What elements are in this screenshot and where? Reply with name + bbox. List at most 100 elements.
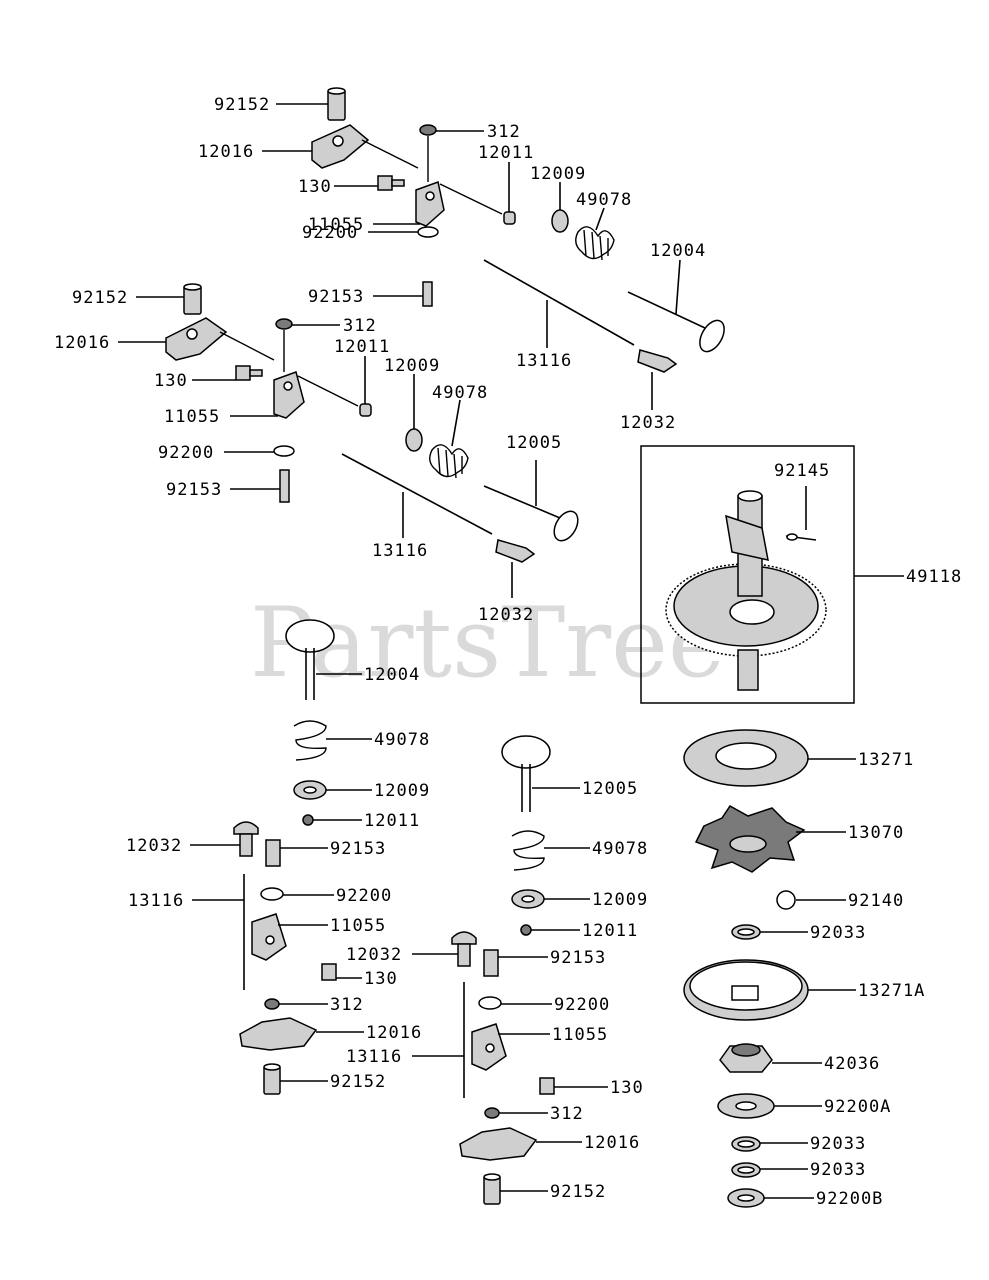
part-92153-b[interactable] <box>279 469 290 503</box>
part-130-b[interactable] <box>235 365 251 381</box>
label-12032-d: 12032 <box>346 945 402 965</box>
label-92033-b: 92033 <box>810 1134 866 1154</box>
part-12004-c[interactable] <box>285 619 335 653</box>
part-12016-c[interactable] <box>239 1017 318 1051</box>
label-130-d: 130 <box>610 1078 644 1098</box>
part-130-a[interactable] <box>377 175 393 191</box>
part-12032-a[interactable] <box>637 349 678 373</box>
label-92200B: 92200B <box>816 1189 883 1209</box>
vertical-stack-middle <box>451 735 555 1205</box>
part-49078-b[interactable] <box>429 444 469 478</box>
part-12011-c[interactable] <box>302 814 314 826</box>
part-92153-c[interactable] <box>265 839 281 867</box>
label-13116-a: 13116 <box>516 351 572 371</box>
label-92153-b: 92153 <box>166 480 222 500</box>
label-92140: 92140 <box>848 891 904 911</box>
label-12011-b: 12011 <box>334 337 390 357</box>
part-12016-b[interactable] <box>165 317 228 361</box>
part-92200-b[interactable] <box>273 445 295 457</box>
label-49118: 49118 <box>906 567 962 587</box>
label-92145: 92145 <box>774 461 830 481</box>
part-12016-a[interactable] <box>311 124 370 169</box>
part-92153-a[interactable] <box>422 281 433 307</box>
part-130-c[interactable] <box>321 963 337 981</box>
part-12032-d[interactable] <box>451 931 477 945</box>
part-312-a[interactable] <box>419 124 437 136</box>
label-312-c: 312 <box>330 995 364 1015</box>
label-42036: 42036 <box>824 1054 880 1074</box>
label-12016-d: 12016 <box>584 1133 640 1153</box>
label-12011-a: 12011 <box>478 143 534 163</box>
label-130-c: 130 <box>364 969 398 989</box>
part-92140[interactable] <box>776 890 796 910</box>
part-12011-b[interactable] <box>359 403 372 417</box>
part-12011-a[interactable] <box>503 211 516 225</box>
part-92200-c[interactable] <box>260 887 284 901</box>
part-12016-d[interactable] <box>459 1127 538 1161</box>
part-12009-a[interactable] <box>551 209 569 233</box>
label-49078-b: 49078 <box>432 383 488 403</box>
part-12005-d[interactable] <box>501 735 551 769</box>
label-12011-c: 12011 <box>364 811 420 831</box>
label-92153-d: 92153 <box>550 948 606 968</box>
label-12032-c: 12032 <box>126 836 182 856</box>
part-49078-a[interactable] <box>575 226 615 260</box>
label-13116-c: 13116 <box>128 891 184 911</box>
label-13116-b: 13116 <box>372 541 428 561</box>
labels-group-b: 92152 12016 130 11055 92200 92153 312 12… <box>54 288 562 625</box>
label-49078-d: 49078 <box>592 839 648 859</box>
label-12016-c: 12016 <box>366 1023 422 1043</box>
label-12005-b: 12005 <box>506 433 562 453</box>
part-11055-a[interactable] <box>415 181 445 227</box>
part-12011-d[interactable] <box>520 924 532 936</box>
labels-group-c: 12004 49078 12009 12011 12032 92153 1311… <box>126 665 430 1092</box>
part-12032-b[interactable] <box>495 539 536 563</box>
label-11055-c: 11055 <box>330 916 386 936</box>
label-12009-a: 12009 <box>530 164 586 184</box>
part-92153-d[interactable] <box>483 949 499 977</box>
part-49078-c[interactable] <box>293 720 327 761</box>
part-13116-b[interactable] <box>341 453 493 535</box>
label-92200-b: 92200 <box>158 443 214 463</box>
label-12032-a: 12032 <box>620 413 676 433</box>
label-49078-a: 49078 <box>576 190 632 210</box>
label-312-b: 312 <box>343 316 377 336</box>
label-13271: 13271 <box>858 750 914 770</box>
label-12004-c: 12004 <box>364 665 420 685</box>
part-312-c[interactable] <box>264 998 280 1010</box>
part-12004-a[interactable] <box>627 291 706 329</box>
rocker-assembly-upper <box>311 87 725 373</box>
label-12032-b: 12032 <box>478 605 534 625</box>
part-312-d[interactable] <box>484 1107 500 1119</box>
label-92033-c: 92033 <box>810 1160 866 1180</box>
part-12005-b[interactable] <box>483 485 561 519</box>
label-92200-a: 92200 <box>302 223 358 243</box>
labels-camshaft: 92145 49118 <box>774 461 962 587</box>
label-13070: 13070 <box>848 823 904 843</box>
label-11055-a: 11055 <box>308 215 364 235</box>
label-13271A: 13271A <box>858 981 925 1001</box>
part-312-b[interactable] <box>275 318 293 330</box>
part-11055-b[interactable] <box>273 371 305 419</box>
label-13116-d: 13116 <box>346 1047 402 1067</box>
label-92200-c: 92200 <box>336 886 392 906</box>
label-11055-b: 11055 <box>164 407 220 427</box>
label-49078-c: 49078 <box>374 730 430 750</box>
label-92153-c: 92153 <box>330 839 386 859</box>
part-12032-c[interactable] <box>233 821 259 835</box>
part-130-d[interactable] <box>539 1077 555 1095</box>
labels-group-d: 12005 49078 12009 12011 12032 92153 9220… <box>346 779 648 1202</box>
part-49078-d[interactable] <box>511 830 545 871</box>
label-12016-b: 12016 <box>54 333 110 353</box>
part-92200-d[interactable] <box>478 996 502 1010</box>
part-92200-a[interactable] <box>417 226 439 238</box>
label-12011-d: 12011 <box>582 921 638 941</box>
label-312-d: 312 <box>550 1104 584 1124</box>
part-13116-a[interactable] <box>483 259 635 346</box>
label-312-a: 312 <box>487 122 521 142</box>
governor-parts <box>683 729 809 1208</box>
label-92152-a: 92152 <box>214 95 270 115</box>
part-12009-b[interactable] <box>405 428 423 452</box>
label-92200-d: 92200 <box>554 995 610 1015</box>
label-92152-b: 92152 <box>72 288 128 308</box>
